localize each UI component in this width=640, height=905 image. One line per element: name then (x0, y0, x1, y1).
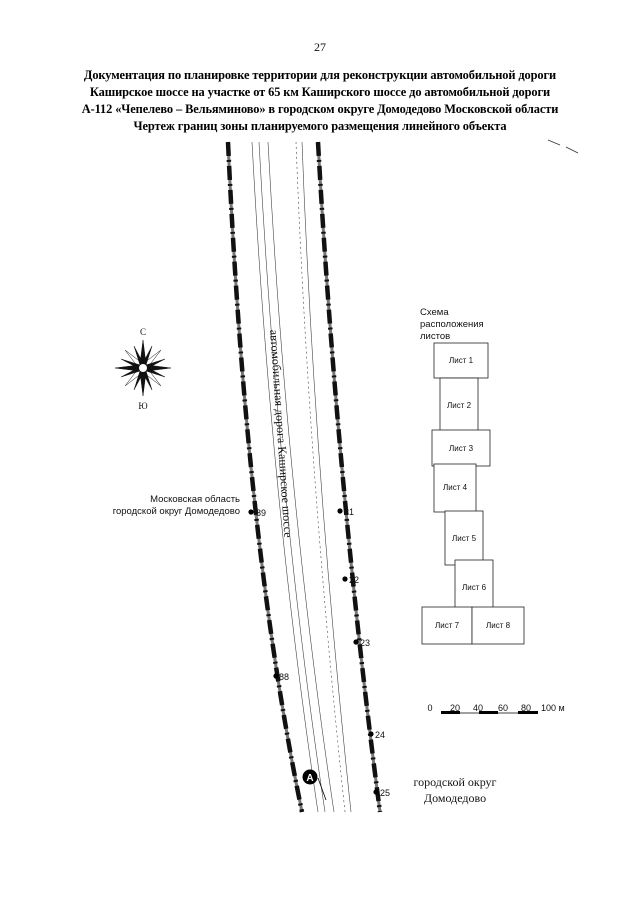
map-corner-marks (547, 139, 579, 154)
marker-89: 89 (256, 508, 266, 518)
sheet-1-rect[interactable] (433, 342, 489, 379)
road-line-3 (267, 141, 335, 813)
sheet-5-label: Лист 5 (452, 534, 477, 543)
title-line-2: Каширское шоссе на участке от 65 км Каши… (89, 85, 551, 99)
right-boundary-dashes (315, 141, 383, 813)
title-line-3: А-112 «Чепелево – Вельяминово» в городск… (81, 102, 559, 116)
district-label-line-1: городской округ (414, 775, 497, 789)
sheet-scheme-title-3: листов (420, 331, 450, 342)
marker-88: 88 (279, 672, 289, 682)
sheet-8-label: Лист 8 (486, 621, 511, 630)
point-a-label: А (306, 773, 313, 784)
sheet-3-label: Лист 3 (449, 444, 474, 453)
scale-tick-40: 40 (473, 703, 483, 713)
point-a-leader (317, 777, 327, 801)
compass-north-label: С (140, 327, 146, 337)
scale-tick-80: 80 (521, 703, 531, 713)
title-line-4: Чертеж границ зоны планируемого размещен… (133, 119, 507, 133)
scale-bar: 0 20 40 60 80 100 м (427, 703, 565, 714)
marker-89-dot (248, 509, 254, 515)
sheet-7-label: Лист 7 (435, 621, 460, 630)
scale-bar-segment-1 (441, 711, 460, 714)
marker-88-dot (273, 673, 279, 679)
point-a: А (302, 769, 327, 801)
sheet-4-rect[interactable] (433, 463, 477, 513)
sheet-4-label: Лист 4 (443, 483, 468, 492)
sheet-2-rect[interactable] (439, 377, 479, 432)
marker-24: 24 (375, 730, 385, 740)
compass-center (138, 363, 148, 373)
corner-mark-1 (547, 139, 561, 146)
page-number: 27 (314, 40, 326, 54)
right-boundary (315, 141, 383, 813)
marker-22: 22 (349, 575, 359, 585)
marker-25: 25 (380, 788, 390, 798)
point-a-circle (302, 769, 318, 785)
sheet-8-rect[interactable] (471, 606, 525, 645)
sheet-2-label: Лист 2 (447, 401, 472, 410)
marker-21: 21 (344, 507, 354, 517)
left-boundary-dashes (225, 141, 305, 813)
marker-23: 23 (360, 638, 370, 648)
scale-tick-20: 20 (450, 703, 460, 713)
district-label-line-2: Домодедово (424, 791, 486, 805)
sheet-7-rect[interactable] (421, 606, 473, 645)
sheet-scheme-title-1: Схема (420, 307, 449, 318)
compass-star-icon (114, 339, 172, 397)
marker-23-dot (353, 639, 359, 645)
left-boundary (225, 141, 305, 813)
sheet-5-rect[interactable] (444, 510, 484, 566)
scale-bar-segment-2 (479, 711, 498, 714)
sheet-6-label: Лист 6 (462, 583, 487, 592)
document-title: Документация по планировке территории дл… (40, 67, 600, 135)
scale-bar-segment-3 (518, 711, 538, 714)
marker-21-dot (337, 508, 343, 514)
compass-south-label: Ю (138, 401, 147, 411)
sheet-scheme-title-2: расположения (420, 319, 484, 330)
marker-22-dot (342, 576, 348, 582)
region-label-line-1: Московская область (150, 494, 240, 505)
marker-25-dot (373, 789, 379, 795)
marker-24-dot (368, 731, 374, 737)
title-line-1: Документация по планировке территории дл… (83, 68, 557, 82)
compass-rose: С Ю (114, 327, 172, 411)
boundary-markers: 89 88 21 22 23 24 25 (248, 507, 390, 798)
road-lines (251, 141, 352, 813)
road-line-2 (258, 141, 326, 813)
sheet-scheme: Схема расположения листов Лист 1 Лист 2 … (420, 307, 525, 645)
sheet-6-rect[interactable] (454, 559, 494, 614)
sheet-1-label: Лист 1 (449, 356, 474, 365)
right-boundary-base (316, 141, 382, 813)
road-line-1 (251, 141, 319, 813)
road-label: автомобильная дорога Каширское шоссе (267, 329, 295, 538)
scale-tick-100: 100 м (541, 703, 565, 713)
scale-tick-60: 60 (498, 703, 508, 713)
road-line-5 (301, 141, 352, 813)
region-label-line-2: городской округ Домодедово (113, 506, 240, 517)
road-line-4 (295, 141, 346, 813)
sheet-3-rect[interactable] (431, 429, 491, 467)
corner-mark-2 (565, 146, 579, 154)
scale-tick-0: 0 (427, 703, 432, 713)
